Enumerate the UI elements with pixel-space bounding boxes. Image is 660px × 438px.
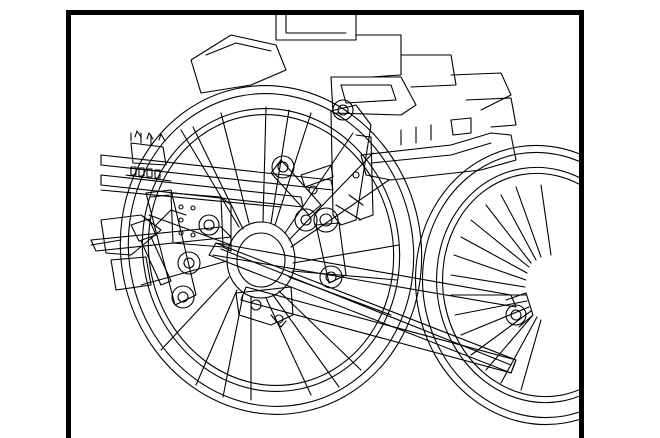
illustration-frame — [66, 10, 584, 438]
right-driving-wheel — [414, 144, 579, 426]
locomotive-valve-gear-icon — [90, 15, 579, 426]
frame-plates — [90, 15, 517, 291]
reversing-lever — [330, 99, 374, 226]
expansion-link — [125, 130, 172, 182]
lower-linkage — [130, 218, 172, 286]
crosshead — [170, 192, 232, 275]
slide-bars — [90, 132, 334, 252]
union-link — [315, 222, 347, 289]
combination-lever — [145, 189, 197, 309]
eccentric-rod — [270, 155, 339, 233]
coupling-rod — [235, 286, 517, 374]
